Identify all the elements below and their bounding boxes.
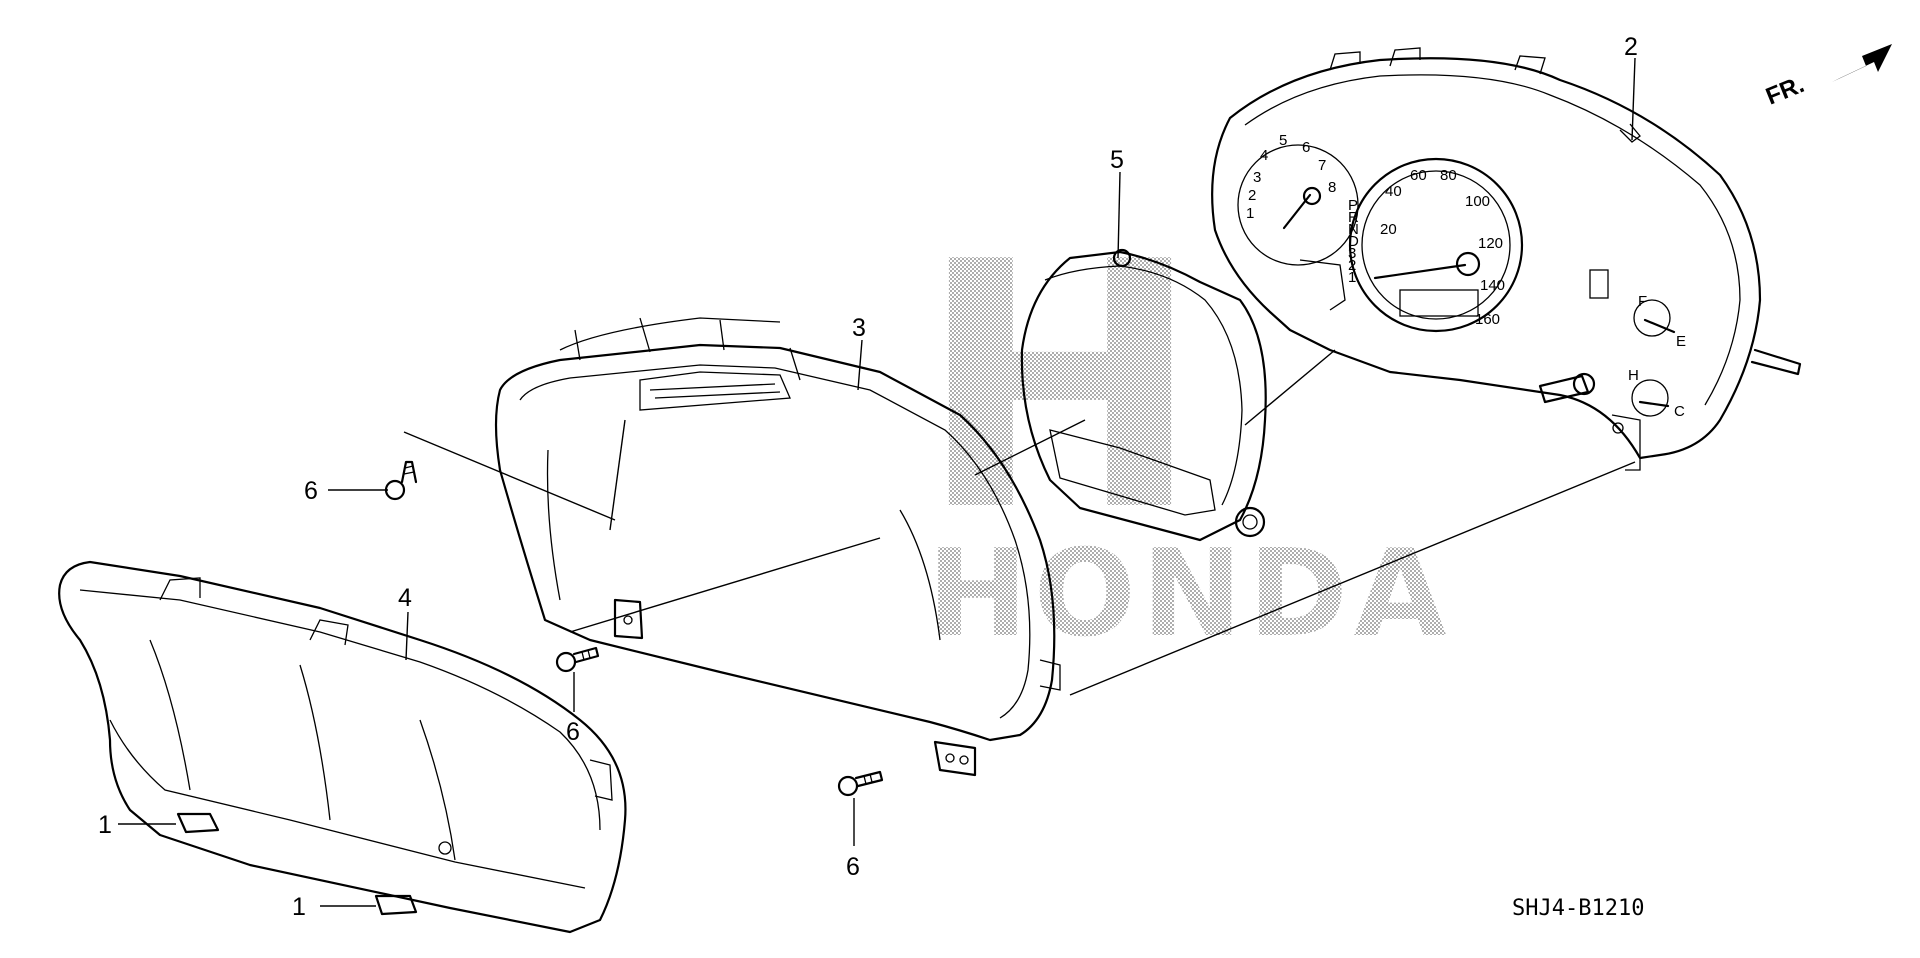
temp-cold-label: C [1674, 403, 1685, 420]
honda-watermark: H HONDA [918, 190, 1452, 664]
speed-label-40: 40 [1385, 183, 1402, 200]
gear-indicator: P R N D 3 2 1 [1348, 197, 1359, 286]
gear-n: N [1348, 221, 1359, 238]
tach-label-4: 4 [1260, 147, 1268, 164]
part-3-meter-housing [494, 317, 1061, 777]
temp-hot-label: H [1628, 367, 1639, 384]
speed-label-160: 160 [1475, 311, 1500, 328]
callout-part-3: 3 [852, 314, 866, 342]
diagram-code: SHJ4-B1210 [1512, 896, 1644, 921]
gear-p: P [1348, 197, 1358, 214]
speed-label-80: 80 [1440, 167, 1457, 184]
gear-3: 3 [1348, 245, 1356, 262]
part-5-meter-ring [1020, 248, 1267, 542]
callout-part-6-top: 6 [304, 477, 318, 505]
gear-1: 1 [1348, 269, 1356, 286]
speed-label-140: 140 [1480, 277, 1505, 294]
honda-watermark-mark: H [918, 190, 1203, 586]
fuel-full-label: F [1638, 293, 1647, 310]
front-direction-indicator: FR. [1762, 44, 1892, 111]
gear-r: R [1348, 209, 1359, 226]
front-arrow-icon [1832, 44, 1892, 82]
part-1-cushion-pads [176, 812, 418, 916]
fuel-empty-label: E [1676, 333, 1686, 350]
honda-watermark-text: HONDA [927, 525, 1452, 664]
screw-middle [555, 646, 600, 673]
callout-part-5: 5 [1110, 146, 1124, 174]
leader-lines [118, 57, 1636, 907]
part-6-screws [384, 460, 884, 797]
screw-bottom [837, 770, 884, 797]
gear-2: 2 [1348, 257, 1356, 274]
tach-label-1: 1 [1246, 205, 1254, 222]
part-4-meter-lens [58, 560, 627, 934]
callout-part-6-bottom: 6 [846, 853, 860, 881]
gear-d: D [1348, 233, 1359, 250]
part-2-meter-assembly: 1 2 3 4 5 6 7 8 20 40 60 80 100 120 140 … [1211, 47, 1802, 471]
speed-label-60: 60 [1410, 167, 1427, 184]
tach-label-3: 3 [1253, 169, 1261, 186]
speedometer-scale: 20 40 60 80 100 120 140 160 [1380, 167, 1505, 328]
speed-label-20: 20 [1380, 221, 1397, 238]
callout-part-4: 4 [398, 584, 412, 612]
speed-label-120: 120 [1478, 235, 1503, 252]
callout-part-6-mid: 6 [566, 718, 580, 746]
tach-label-7: 7 [1318, 157, 1326, 174]
tach-label-8: 8 [1328, 179, 1336, 196]
speed-label-100: 100 [1465, 193, 1490, 210]
front-direction-label: FR. [1762, 71, 1808, 111]
callout-part-1-upper: 1 [98, 811, 112, 839]
tach-label-6: 6 [1302, 139, 1310, 156]
callout-part-2: 2 [1624, 33, 1638, 61]
tach-label-5: 5 [1279, 132, 1287, 149]
tach-label-2: 2 [1248, 187, 1256, 204]
part-callouts: 2 5 3 4 1 1 6 6 6 [98, 33, 1638, 921]
screw-top [384, 460, 418, 501]
callout-part-1-lower: 1 [292, 893, 306, 921]
tachometer-scale: 1 2 3 4 5 6 7 8 [1246, 132, 1336, 222]
